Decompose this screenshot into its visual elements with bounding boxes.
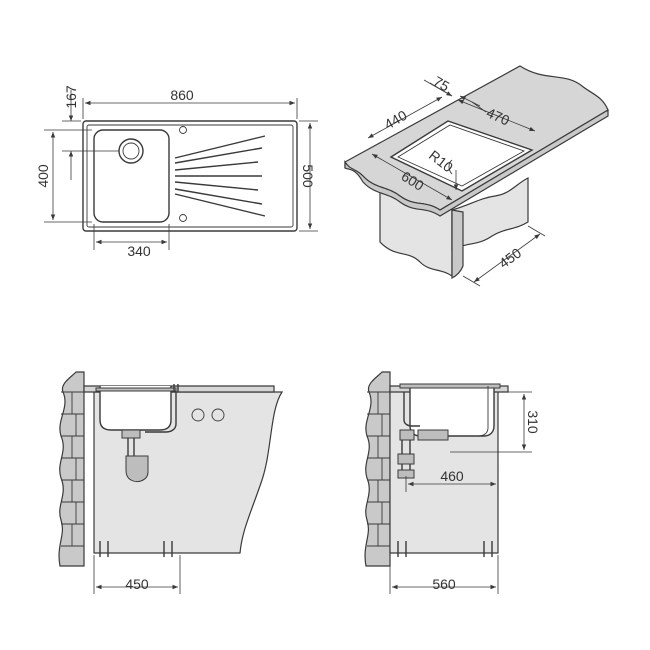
- side-sink-bowl: [409, 386, 495, 437]
- side-drain-body: [417, 429, 449, 441]
- sink-inner-outline: [86, 124, 294, 228]
- dim-label-450-front: 450: [125, 576, 149, 592]
- side-wall-bricks: [367, 391, 390, 547]
- side-wall: [364, 371, 391, 567]
- front-wall: [58, 371, 85, 567]
- top-view: 860 167 400 500 340: [35, 85, 318, 259]
- front-trap: [125, 455, 149, 483]
- side-view: 310 460 560: [364, 371, 541, 594]
- dim-label-860: 860: [170, 87, 194, 103]
- dim-line-440: [367, 96, 443, 139]
- side-trap: [397, 453, 415, 465]
- side-sink-rim: [399, 383, 501, 389]
- dim-label-75: 75: [431, 73, 453, 95]
- cabinet-edge: [451, 209, 464, 279]
- dim-label-400: 400: [35, 164, 51, 188]
- sink-outline: [82, 120, 298, 232]
- front-valve-right: [211, 408, 225, 422]
- front-view: 450: [58, 371, 284, 594]
- dim-line-600: [371, 153, 453, 201]
- front-cabinet-legs: [99, 541, 173, 557]
- dim-label-560: 560: [432, 576, 456, 592]
- front-drain-body: [121, 429, 141, 439]
- overflow-hole: [179, 214, 187, 222]
- tap-hole: [179, 126, 187, 134]
- side-cabinet-legs: [397, 541, 493, 557]
- front-valve-left: [191, 408, 205, 422]
- dim-label-340: 340: [127, 243, 151, 259]
- drainboard-grooves: [174, 135, 266, 217]
- dim-line-450-top: [473, 233, 541, 283]
- dim-label-310: 310: [525, 410, 541, 434]
- front-sink-bowl: [99, 386, 172, 431]
- front-wall-bricks: [61, 391, 84, 547]
- front-sink-rim: [95, 387, 177, 392]
- dim-label-167: 167: [63, 85, 79, 109]
- bowl-outline: [93, 129, 170, 223]
- dim-label-500: 500: [300, 164, 316, 188]
- dim-line-470: [457, 99, 536, 132]
- front-overflow-pipe: [145, 392, 177, 433]
- cutout-perspective-view: 75 440 470 R10 600 450: [344, 65, 609, 287]
- dim-label-460: 460: [440, 468, 464, 484]
- worktop-edge: [344, 108, 609, 217]
- front-cabinet: [93, 391, 284, 554]
- drain-inner-ring: [122, 142, 140, 160]
